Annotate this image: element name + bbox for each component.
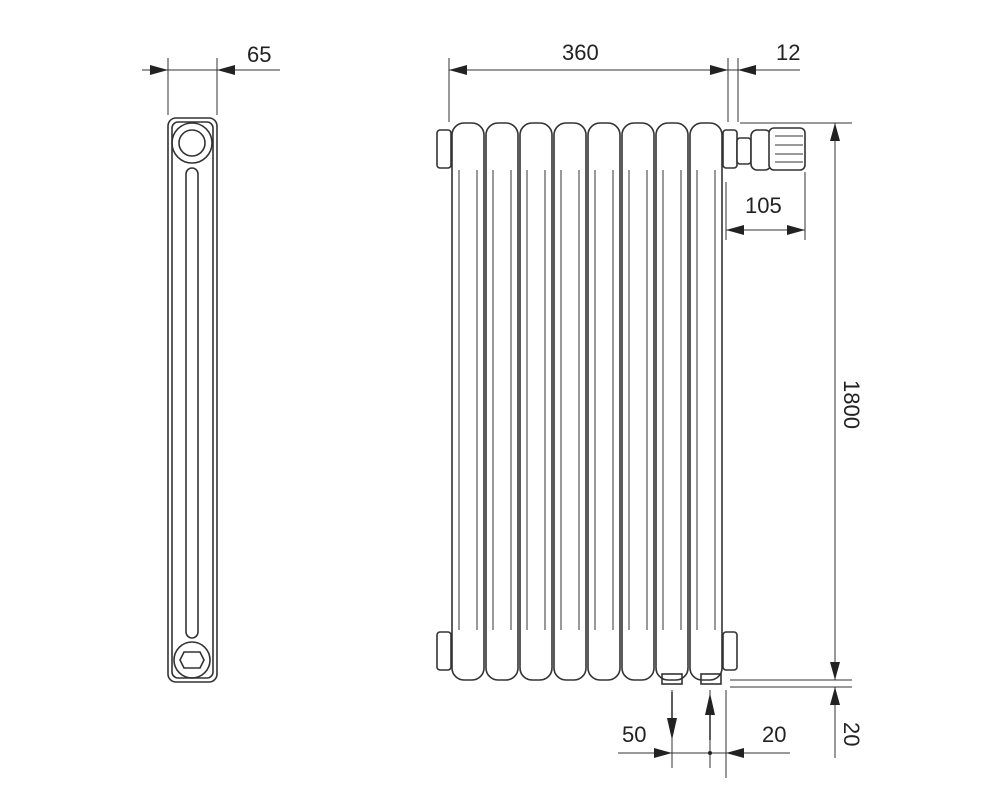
height-label: 1800 xyxy=(839,380,864,429)
right-bottom-plug xyxy=(722,631,738,671)
radiator-column xyxy=(587,122,621,681)
dim-pipes: 50 20 xyxy=(618,690,790,778)
side-slot xyxy=(185,167,199,639)
flow-in-arrow-icon xyxy=(705,693,715,715)
side-body-inner xyxy=(171,121,214,679)
radiator-column xyxy=(519,122,553,681)
bottom-plug xyxy=(179,651,205,669)
side-view xyxy=(167,117,218,683)
top-connector xyxy=(171,122,213,164)
radiator-column xyxy=(689,122,723,681)
width-label: 360 xyxy=(562,40,599,65)
bottom-connector xyxy=(173,641,211,679)
dim-height: 1800 20 xyxy=(730,122,864,758)
radiator-column xyxy=(655,122,689,681)
left-bottom-plug xyxy=(436,631,452,671)
dim-width: 360 12 xyxy=(448,40,800,122)
depth-label: 65 xyxy=(247,42,271,67)
inlet-spacing-label: 50 xyxy=(622,722,646,747)
dim-valve-length: 105 xyxy=(725,172,806,240)
radiator-column xyxy=(485,122,519,681)
valve-length-label: 105 xyxy=(745,193,782,218)
radiator-column xyxy=(553,122,587,681)
left-top-plug xyxy=(436,129,452,169)
valve-offset-label: 12 xyxy=(776,40,800,65)
side-body xyxy=(167,117,218,683)
outlet-offset-label: 20 xyxy=(762,722,786,747)
dim-depth: 65 xyxy=(142,42,280,115)
pipe-connections xyxy=(661,673,722,685)
right-top-plug xyxy=(722,129,738,169)
radiator-column xyxy=(451,122,485,681)
front-view xyxy=(436,122,738,681)
top-connector-inner xyxy=(178,129,206,157)
flow-out-arrow-icon xyxy=(667,718,677,740)
bottom-clearance-label: 20 xyxy=(839,722,864,746)
thermostatic-valve xyxy=(736,127,806,171)
radiator-column xyxy=(621,122,655,681)
